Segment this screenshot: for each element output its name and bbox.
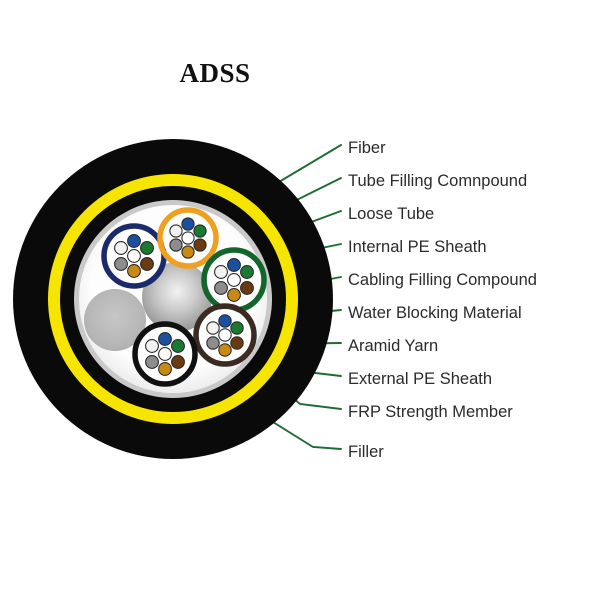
fiber	[214, 265, 228, 279]
fiber	[158, 362, 172, 376]
fiber	[114, 241, 128, 255]
frp-strength-member-rod	[142, 262, 212, 332]
fiber	[240, 281, 254, 295]
callout-label-external-pe-sheath: External PE Sheath	[348, 370, 493, 388]
fiber-center	[181, 231, 195, 245]
fiber	[218, 314, 232, 328]
fiber	[218, 343, 232, 357]
loose-tube-wall	[132, 321, 198, 387]
fiber-group	[114, 234, 154, 278]
loose-tube-orange	[157, 207, 219, 269]
loose-tube-green	[201, 247, 267, 313]
fiber	[230, 336, 244, 350]
callout-label-aramid-yarn: Aramid Yarn	[348, 337, 439, 355]
callout-label-filler: Filler	[348, 443, 384, 461]
fiber	[169, 224, 183, 238]
fiber-center	[218, 328, 232, 342]
loose-tube-black	[132, 321, 198, 387]
page-title: ADSS	[179, 58, 251, 88]
callout-label-frp-strength-member: FRP Strength Member	[348, 403, 513, 421]
fiber	[181, 217, 195, 231]
fiber	[127, 234, 141, 248]
loose-tube-wall	[193, 303, 257, 367]
callout-label-fiber: Fiber	[348, 139, 386, 157]
fiber	[145, 339, 159, 353]
callout-label-water-blocking-material: Water Blocking Material	[348, 304, 522, 322]
callout-label-tube-filling-compound: Tube Filling Comnpound	[348, 172, 528, 190]
fiber	[227, 258, 241, 272]
loose-tube-navy	[101, 223, 167, 289]
fiber	[206, 336, 220, 350]
fiber	[158, 332, 172, 346]
fiber	[206, 321, 220, 335]
fiber-group	[206, 314, 244, 357]
fiber	[230, 321, 244, 335]
fiber	[181, 245, 195, 259]
fiber-group	[169, 217, 207, 259]
fiber	[145, 355, 159, 369]
callout-label-loose-tube: Loose Tube	[348, 205, 435, 223]
fiber	[127, 264, 141, 278]
loose-tube-wall	[157, 207, 219, 269]
callout-label-internal-pe-sheath: Internal PE Sheath	[348, 238, 487, 256]
fiber-group	[145, 332, 185, 376]
fiber	[114, 257, 128, 271]
fiber	[193, 224, 207, 238]
fiber-center	[227, 273, 241, 287]
filler-rod	[84, 289, 146, 351]
callout-label-cabling-filling-compound: Cabling Filling Compound	[348, 271, 537, 289]
fiber	[171, 355, 185, 369]
loose-tube-brown	[193, 303, 257, 367]
fiber	[193, 238, 207, 252]
fiber	[140, 257, 154, 271]
fiber-center	[127, 249, 141, 263]
fiber-group	[214, 258, 254, 302]
fiber	[214, 281, 228, 295]
fiber	[227, 288, 241, 302]
fiber-center	[158, 347, 172, 361]
fiber	[240, 265, 254, 279]
fiber	[169, 238, 183, 252]
fiber	[140, 241, 154, 255]
fiber	[171, 339, 185, 353]
